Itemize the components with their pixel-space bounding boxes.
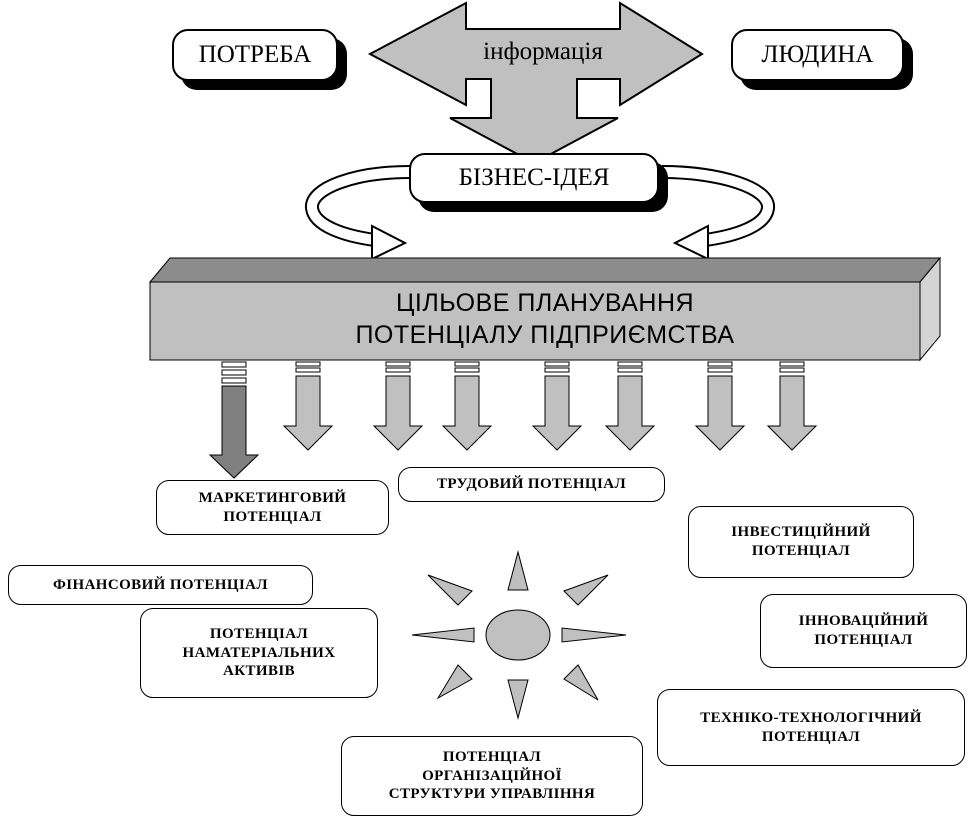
curved-arrow-left — [305, 165, 411, 261]
sun-ray-ne — [563, 574, 609, 606]
down-arrow-6 — [604, 361, 656, 451]
sun-ray-nw — [427, 574, 473, 606]
person-box: ЛЮДИНА — [731, 29, 904, 81]
down-arrow-8 — [766, 361, 818, 451]
down-arrows — [208, 361, 818, 479]
intangible-assets-potential-box: ПОТЕНЦІАЛ НАМАТЕРІАЛЬНИХ АКТИВІВ — [140, 608, 378, 698]
sun-ray-e — [561, 627, 627, 643]
business-idea-box: БІЗНЕС-ІДЕЯ — [409, 153, 659, 203]
sun-ray-n — [507, 550, 529, 591]
sun-core — [485, 609, 551, 661]
planning-line-1: ЦІЛЬОВЕ ПЛАНУВАННЯ — [395, 289, 695, 317]
business-idea-label: БІЗНЕС-ІДЕЯ — [458, 164, 610, 191]
sun-ray-sw — [436, 664, 473, 700]
need-box: ПОТРЕБА — [172, 29, 338, 81]
technical-potential-box: ТЕХНІКО-ТЕХНОЛОГІЧНИЙ ПОТЕНЦІАЛ — [657, 689, 965, 766]
marketing-potential-box: МАРКЕТИНГОВИЙ ПОТЕНЦІАЛ — [156, 480, 389, 535]
planning-line-2: ПОТЕНЦІАЛУ ПІДПРИЄМСТВА — [355, 321, 735, 349]
information-label: інформація — [483, 38, 603, 65]
innovation-potential-box: ІННОВАЦІЙНИЙ ПОТЕНЦІАЛ — [760, 594, 967, 668]
information-arrow-shape — [367, 1, 704, 165]
need-label: ПОТРЕБА — [198, 41, 312, 68]
down-arrow-4 — [441, 361, 493, 451]
labor-potential-box: ТРУДОВИЙ ПОТЕНЦІАЛ — [398, 467, 665, 502]
planning-title: ЦІЛЬОВЕ ПЛАНУВАННЯ ПОТЕНЦІАЛУ ПІДПРИЄМСТ… — [150, 287, 940, 351]
sun-graphic — [411, 550, 627, 720]
down-arrow-7 — [694, 361, 746, 451]
investment-potential-box: ІНВЕСТИЦІЙНИЙ ПОТЕНЦІАЛ — [688, 506, 914, 578]
down-arrow-2 — [282, 361, 334, 451]
sun-ray-s — [507, 679, 529, 720]
person-label: ЛЮДИНА — [761, 41, 874, 68]
sun-ray-se — [563, 664, 599, 701]
planning-beam — [148, 256, 942, 362]
org-structure-potential-box: ПОТЕНЦІАЛ ОРГАНІЗАЦІЙНОЇ СТРУКТУРИ УПРАВ… — [341, 736, 643, 816]
curved-arrow-right — [661, 165, 775, 261]
down-arrow-5 — [531, 361, 583, 451]
down-arrow-1 — [208, 361, 260, 479]
down-arrow-3 — [372, 361, 424, 451]
sun-ray-w — [411, 627, 475, 643]
financial-potential-box: ФІНАНСОВИЙ ПОТЕНЦІАЛ — [8, 565, 313, 605]
